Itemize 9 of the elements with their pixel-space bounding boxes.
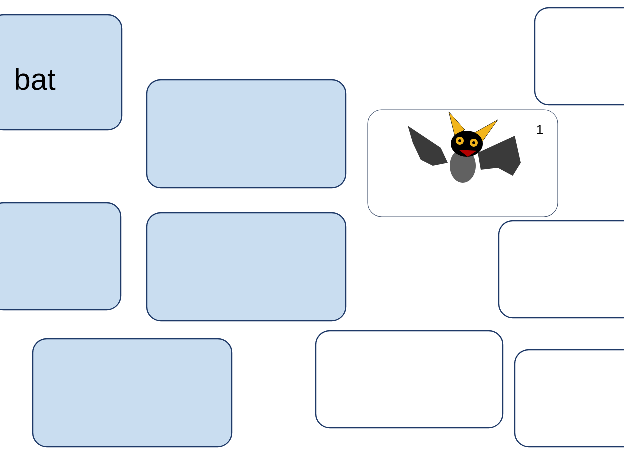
flashcard (0, 202, 122, 311)
flashcard (514, 349, 624, 448)
flashcard (534, 7, 624, 106)
flashcard: bat (0, 14, 123, 131)
flashcard (146, 212, 347, 322)
flashcard (32, 338, 233, 448)
flashcard (498, 220, 624, 319)
flashcard (315, 330, 504, 429)
flashcard (146, 79, 347, 189)
